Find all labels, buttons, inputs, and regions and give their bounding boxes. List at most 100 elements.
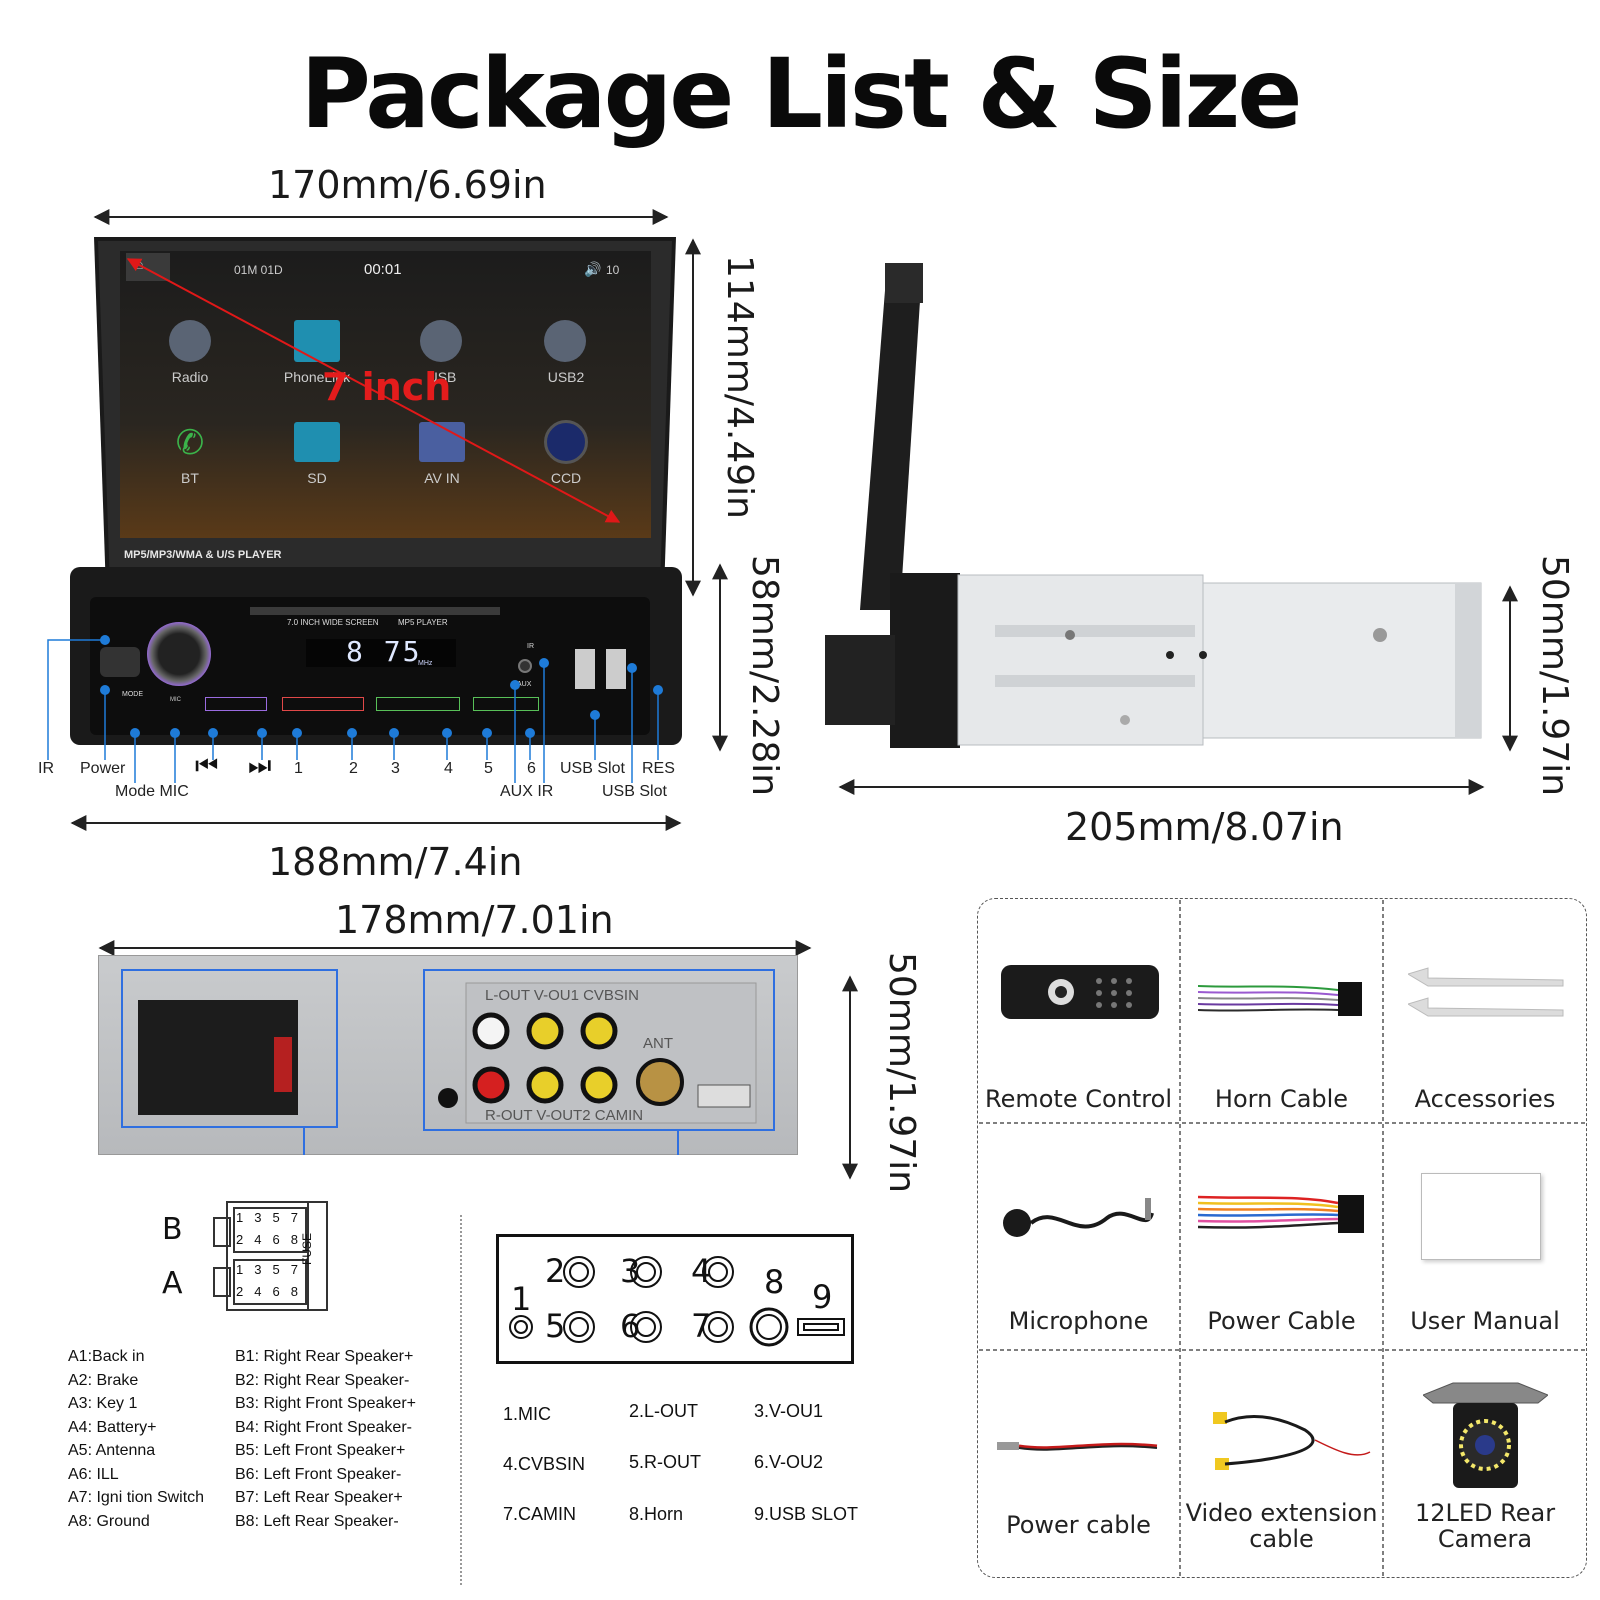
side-height-dimension: 50mm/1.97in — [1534, 555, 1575, 797]
legend-5: 5.R-OUT — [629, 1452, 701, 1472]
legend-1: 1.MIC — [503, 1404, 552, 1424]
package-item-accessories: Accessories — [1383, 898, 1587, 1123]
rear-top-labels: L-OUT V-OU1 CVBSIN — [485, 987, 639, 1004]
callout-2: 2 — [349, 760, 358, 777]
prev-next-keys[interactable] — [205, 697, 267, 711]
package-item-rear-camera: 12LED Rear Camera — [1383, 1350, 1587, 1578]
port-number-2: 2 — [545, 1252, 566, 1290]
preset-keys-5-6[interactable] — [473, 697, 539, 711]
power-cable-icon — [997, 1442, 1158, 1451]
wire-b6: B6: Left Front Speaker- — [235, 1465, 402, 1483]
callout-6: 6 — [527, 760, 536, 777]
next-track-icon: ⏭ — [248, 750, 272, 780]
package-item-video-extension-cable: Video extension cable — [1180, 1350, 1383, 1578]
brand-text: MP5/MP3/WMA & U/S PLAYER — [124, 549, 282, 561]
legend-8: 8.Horn — [629, 1504, 684, 1524]
port-number-8: 8 — [764, 1263, 785, 1301]
usb-slot-2[interactable] — [606, 649, 626, 689]
rear-panel-details — [121, 969, 775, 1155]
power-harness-icon — [1198, 1195, 1364, 1233]
package-item-power-cable: Power cable — [977, 1350, 1180, 1578]
legend-6: 6.V-OU2 — [754, 1452, 824, 1472]
video-cable-icon — [1213, 1412, 1371, 1470]
callout-5: 5 — [484, 760, 493, 777]
callout-power: Power — [80, 760, 126, 777]
wiring-list-a: A1:Back in A2: Brake A3: Key 1 A4: Batte… — [68, 1345, 204, 1533]
side-view-unit — [825, 263, 1482, 748]
aux-jack[interactable] — [518, 659, 532, 673]
legend-3: 3.V-OU1 — [754, 1401, 824, 1421]
wire-b7: B7: Left Rear Speaker+ — [235, 1489, 403, 1506]
callout-aux-ir: AUX IR — [500, 783, 554, 800]
microphone-icon — [1003, 1198, 1154, 1237]
port-number-5: 5 — [545, 1307, 566, 1345]
package-item-power-cable-harness: Power Cable — [1180, 1123, 1383, 1350]
screen-size-label: 7 inch — [322, 365, 452, 409]
iso-connector-icon — [213, 1201, 328, 1311]
callout-4: 4 — [444, 760, 453, 777]
wire-a8: A8: Ground — [68, 1512, 150, 1530]
preset-keys-3-4[interactable] — [376, 697, 460, 711]
top-width-dimension: 170mm/6.69in — [268, 163, 547, 207]
page-title: Package List & Size — [300, 38, 1302, 150]
banner-left: 7.0 INCH WIDE SCREEN — [287, 618, 379, 627]
wire-b8: B8: Left Rear Speaker- — [235, 1512, 399, 1530]
port-number-4: 4 — [691, 1252, 712, 1290]
legend-9: 9.USB SLOT — [754, 1504, 859, 1524]
package-label-rear-camera: 12LED Rear Camera — [1414, 1499, 1556, 1553]
callout-ir: IR — [38, 760, 54, 777]
faceplate: 7.0 INCH WIDE SCREEN MP5 PLAYER MODE MIC… — [70, 567, 682, 745]
preset-keys-1-2[interactable] — [282, 697, 364, 711]
connector-row-b: B — [162, 1212, 183, 1247]
package-label-video-extension-cable: Video extension cable — [1185, 1499, 1378, 1553]
package-grid-lines — [979, 900, 1585, 1576]
rear-width-dimension: 178mm/7.01in — [335, 898, 614, 942]
wire-b4: B4: Right Front Speaker- — [235, 1418, 412, 1436]
power-button[interactable] — [100, 647, 140, 677]
port-number-3: 3 — [620, 1252, 641, 1290]
callout-mode-mic: Mode MIC — [115, 783, 189, 800]
wire-a1: A1:Back in — [68, 1348, 145, 1365]
usb-slot-1[interactable] — [575, 649, 595, 689]
remote-control-icon — [1001, 965, 1159, 1019]
package-label-accessories: Accessories — [1414, 1085, 1556, 1113]
package-label-user-manual: User Manual — [1410, 1307, 1560, 1335]
legend-2: 2.L-OUT — [629, 1401, 699, 1421]
connector-row-a: A — [162, 1266, 183, 1301]
prev-track-icon: ⏮ — [195, 750, 219, 780]
lcd-display — [306, 639, 456, 667]
wire-b5: B5: Left Front Speaker+ — [235, 1442, 406, 1459]
flip-screen: ⌂ 01M 01D 00:01 🔊 10 Radio PhoneLink USB… — [94, 237, 676, 597]
banner-right: MP5 PLAYER — [398, 618, 448, 627]
horn-cable-icon — [1198, 982, 1362, 1016]
fuse-label: FUSE — [300, 1232, 314, 1265]
volume-knob[interactable] — [147, 622, 211, 686]
wire-b1: B1: Right Rear Speaker+ — [235, 1348, 414, 1365]
package-label-horn-cable: Horn Cable — [1214, 1085, 1349, 1113]
user-manual-icon — [1421, 1173, 1541, 1260]
legend-4: 4.CVBSIN — [503, 1454, 586, 1474]
port-number-7: 7 — [691, 1307, 712, 1345]
rear-camera-icon — [1423, 1382, 1548, 1488]
port-diagram — [496, 1234, 854, 1364]
display-unit: MHz — [418, 660, 433, 667]
wire-b2: B2: Right Rear Speaker- — [235, 1371, 410, 1389]
aux-label: AUX — [517, 681, 532, 688]
package-item-remote-control: Remote Control — [977, 898, 1180, 1123]
port-number-6: 6 — [620, 1307, 641, 1345]
removal-keys-icon — [1408, 967, 1564, 1017]
rear-height-dimension: 50mm/1.97in — [881, 952, 922, 1194]
rear-ant-label: ANT — [643, 1035, 673, 1052]
port-diagram-sockets — [509, 1256, 845, 1347]
package-item-horn-cable: Horn Cable — [1180, 898, 1383, 1123]
front-width-dimension: 188mm/7.4in — [268, 840, 523, 884]
callout-1: 1 — [294, 760, 303, 777]
wire-a3: A3: Key 1 — [68, 1395, 138, 1412]
package-item-user-manual: User Manual — [1383, 1123, 1587, 1350]
package-label-remote-control: Remote Control — [985, 1085, 1172, 1113]
package-list-panel — [977, 898, 1587, 1578]
wire-a7: A7: Igni tion Switch — [68, 1489, 205, 1506]
package-label-power-cable-harness: Power Cable — [1207, 1307, 1356, 1335]
